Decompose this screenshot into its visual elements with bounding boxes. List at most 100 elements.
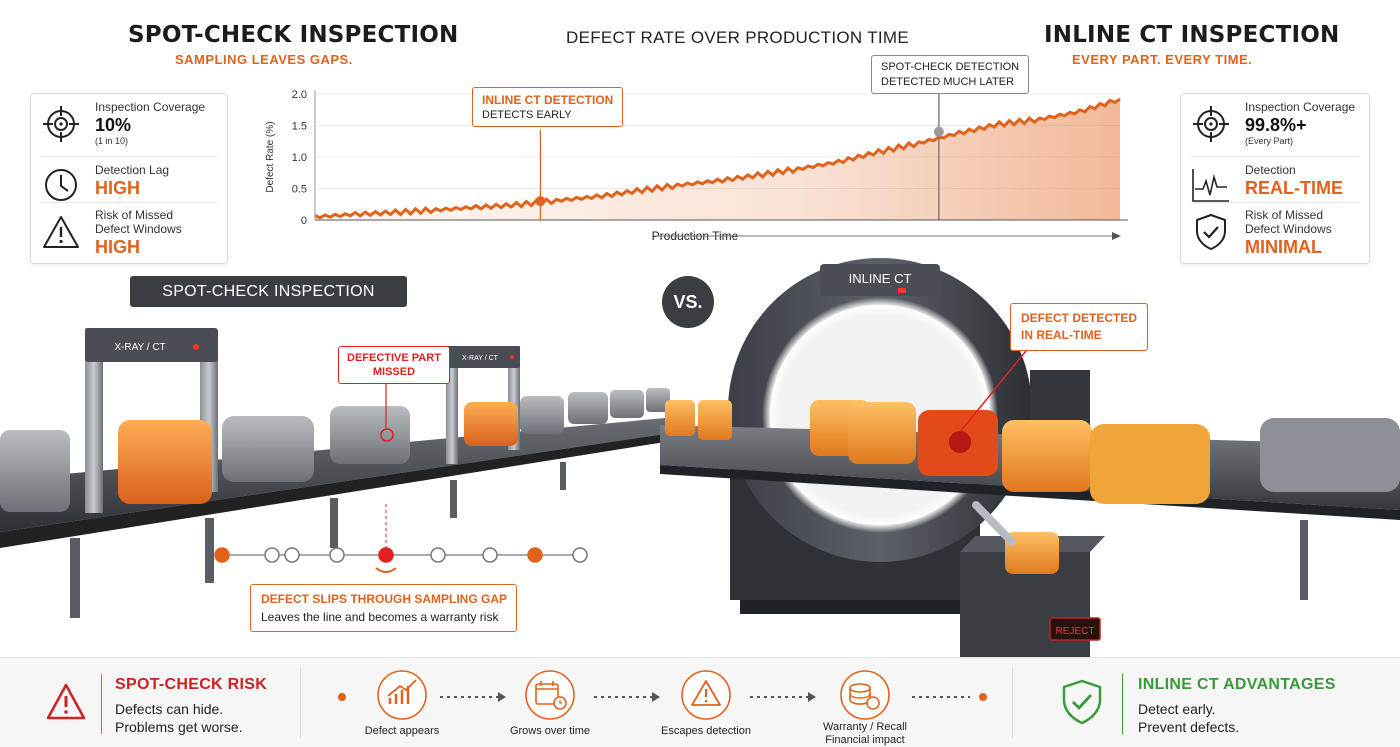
flow-step-label: Defect appears xyxy=(364,725,440,737)
divider xyxy=(300,668,301,738)
left-title: SPOT-CHECK INSPECTION xyxy=(128,22,459,48)
scanned-part xyxy=(1002,420,1092,492)
defective-missed-callout: DEFECTIVE PART MISSED xyxy=(338,346,450,384)
divider xyxy=(1122,674,1123,734)
metric-row-coverage: Inspection Coverage 99.8%+ (Every Part) xyxy=(1191,100,1359,156)
flow-start-dot xyxy=(338,693,346,701)
inline-ct-scene: INLINE CT REJECT xyxy=(660,258,1400,658)
spot-check-risk-text: Defects can hide. Problems get worse. xyxy=(115,700,243,736)
vs-badge: VS. xyxy=(662,276,714,328)
metric-row-risk: Risk of Missed Defect Windows HIGH xyxy=(41,202,217,260)
sampling-gap-callout: DEFECT SLIPS THROUGH SAMPLING GAP Leaves… xyxy=(250,584,517,632)
detection-marker xyxy=(535,196,546,207)
right-subtitle: EVERY PART. EVERY TIME. xyxy=(1072,52,1253,67)
inline-ct-metrics-card: Inspection Coverage 99.8%+ (Every Part) … xyxy=(1180,93,1370,264)
metric-value: 10% xyxy=(95,115,132,135)
crosshair-icon xyxy=(43,106,79,142)
inline-advantages-text: Detect early. Prevent defects. xyxy=(1138,700,1239,736)
defect-pointer xyxy=(959,345,1031,433)
metric-row-lag: Detection Lag HIGH xyxy=(41,156,217,202)
x-axis-arrow xyxy=(1112,232,1121,240)
shield-check-icon xyxy=(1062,679,1102,725)
defect-rate-chart: 2.01.51.00.50 Defect Rate (%) Production… xyxy=(265,84,1128,243)
crosshair-icon xyxy=(1193,106,1229,142)
callout-heading: INLINE CT DETECTION xyxy=(482,93,614,107)
sample-dot xyxy=(482,547,498,563)
advantage-line: Detect early. xyxy=(1138,701,1216,717)
inline-parts xyxy=(665,400,1400,504)
metric-label: Detection Lag xyxy=(95,163,170,177)
metric-label: Risk of Missed Defect Windows xyxy=(95,208,182,236)
y-tick-labels: 2.01.51.00.50 xyxy=(292,89,307,227)
metric-note: (1 in 10) xyxy=(95,136,129,146)
scanned-part xyxy=(698,400,732,440)
sample-dot xyxy=(284,547,300,563)
conveyor-legs xyxy=(70,462,566,618)
metal-part xyxy=(222,416,314,482)
detection-marker xyxy=(933,126,944,137)
metric-value: MINIMAL xyxy=(1245,237,1322,257)
y-tick-label: 1.0 xyxy=(292,152,307,164)
metric-value: HIGH xyxy=(95,178,140,198)
flow-step-label: Grows over time xyxy=(509,725,591,737)
advantage-line: Prevent defects. xyxy=(1138,719,1240,735)
metric-label: Inspection Coverage xyxy=(1245,100,1356,114)
sample-dot xyxy=(214,547,230,563)
passed-part xyxy=(1260,418,1400,492)
metric-row-detection: Detection REAL-TIME xyxy=(1191,156,1359,202)
spot-check-risk-heading: SPOT-CHECK RISK xyxy=(115,676,268,693)
pulse-icon xyxy=(1192,169,1229,202)
scanned-part xyxy=(1090,424,1210,504)
reject-bin: REJECT xyxy=(960,532,1105,658)
chart-markers xyxy=(535,84,944,220)
risk-line: Defects can hide. xyxy=(115,701,224,717)
gate-label: X-RAY / CT xyxy=(462,355,499,362)
spot-check-metrics-card: Inspection Coverage 10% (1 in 10) Detect… xyxy=(30,93,228,264)
machine-label: INLINE CT xyxy=(849,271,912,286)
warning-icon xyxy=(43,216,79,248)
conveyor-leg xyxy=(1300,520,1308,600)
defect-spot xyxy=(949,431,971,453)
clock-icon xyxy=(45,169,77,201)
callout-heading: DEFECT SLIPS THROUGH SAMPLING GAP xyxy=(261,592,508,606)
sample-dot xyxy=(378,547,394,563)
right-title: INLINE CT INSPECTION xyxy=(1044,22,1340,48)
metric-note: (Every Part) xyxy=(1245,136,1294,146)
defective-part xyxy=(330,406,410,464)
gate-label: X-RAY / CT xyxy=(114,342,165,353)
metric-label: Risk of Missed Defect Windows xyxy=(1245,208,1332,236)
metric-value: 99.8%+ xyxy=(1245,115,1307,135)
y-tick-label: 2.0 xyxy=(292,89,307,101)
divider xyxy=(101,674,102,734)
metal-part xyxy=(568,392,608,424)
defect-marker xyxy=(380,428,394,442)
bottom-summary-strip: SPOT-CHECK RISK Defects can hide. Proble… xyxy=(0,657,1400,747)
inline-detection-callout: INLINE CT DETECTION DETECTS EARLY xyxy=(472,87,624,127)
gap-bracket xyxy=(375,567,397,573)
inline-conveyor-edge xyxy=(660,465,1400,520)
machine-foot xyxy=(740,600,980,614)
callout-line-2: DETECTED MUCH LATER xyxy=(881,76,1015,88)
callout-subtext: DETECTS EARLY xyxy=(482,109,572,121)
calendar-clock-icon xyxy=(525,670,575,720)
metric-row-coverage: Inspection Coverage 10% (1 in 10) xyxy=(41,100,217,156)
defect-detected-callout: DEFECT DETECTED IN REAL-TIME xyxy=(1010,303,1149,351)
defect-rate-line xyxy=(314,97,1121,220)
metal-part xyxy=(520,396,564,434)
metal-part xyxy=(610,390,644,418)
ct-label-plate xyxy=(820,264,940,296)
y-tick-label: 0.5 xyxy=(292,184,307,196)
scanned-part xyxy=(665,400,695,436)
sample-dot xyxy=(527,547,543,563)
metal-part xyxy=(0,430,70,512)
metal-part xyxy=(646,388,670,412)
spot-check-banner: SPOT-CHECK INSPECTION xyxy=(130,276,407,307)
rejected-part xyxy=(1005,532,1059,574)
inspected-part xyxy=(118,420,212,504)
metric-label: Detection xyxy=(1245,163,1296,177)
spot-check-conveyor-scene: X-RAY / CT X-RAY / CT xyxy=(0,328,670,618)
flow-step-label: Escapes detection xyxy=(661,725,751,737)
money-icon xyxy=(840,670,890,720)
flow-end-dot xyxy=(979,693,987,701)
sample-dot xyxy=(572,547,588,563)
